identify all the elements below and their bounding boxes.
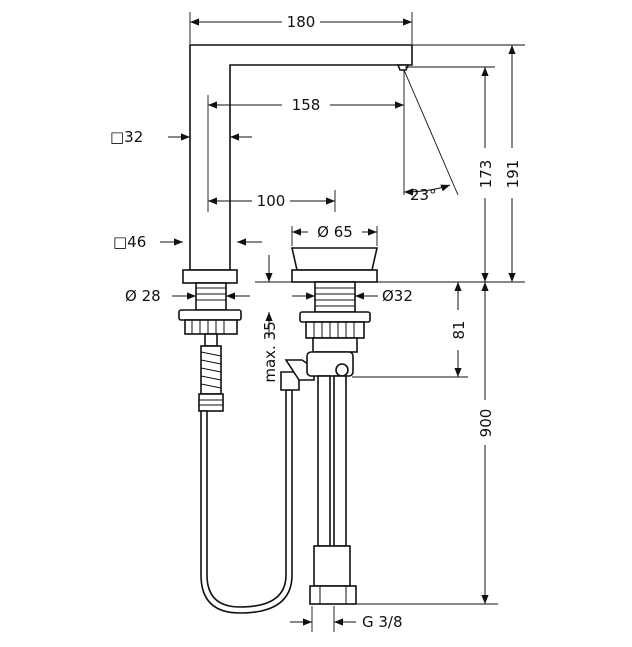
dim-connection-thread: G 3/8 [362,613,403,631]
dim-spout-square: □32 [110,128,143,146]
dim-handle-diameter: Ø 65 [317,223,353,241]
dim-below-deck: 81 [450,320,468,339]
dim-spout-reach: 158 [292,96,321,114]
flexible-hose [200,359,315,614]
dim-max-thickness: max. 35 [261,321,279,382]
supply-pipes [309,375,357,605]
spout-base [178,269,242,412]
dim-hose-length: 900 [477,409,495,438]
handle [290,247,379,377]
extension-lines [189,12,525,632]
dim-body-offset: 100 [257,192,286,210]
dim-height-outlet: 173 [477,160,495,189]
dimension-lines [160,18,516,626]
dim-height-total: 191 [504,160,522,189]
dim-base-square: □46 [113,233,146,251]
dim-handle-thread: Ø32 [382,287,413,305]
dim-spout-thread: Ø 28 [125,287,161,305]
dim-width-top: 180 [287,13,316,31]
dim-angle: 23° [410,186,437,204]
spout [189,44,413,271]
